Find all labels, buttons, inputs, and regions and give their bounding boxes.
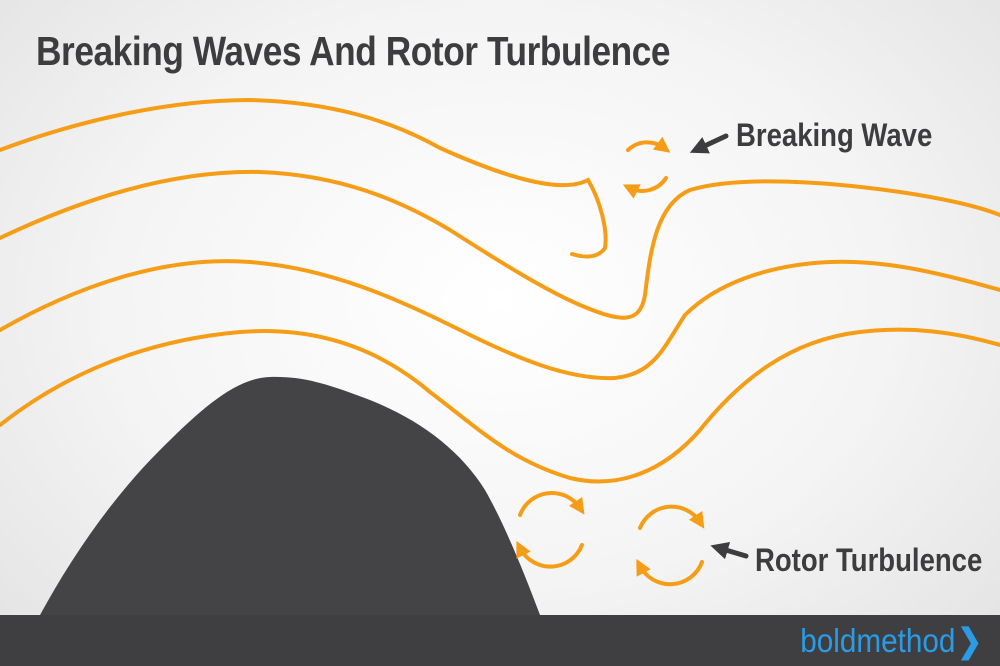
breaking-wave-eddy <box>622 136 671 199</box>
airflow-streamline-4 <box>0 327 1000 484</box>
circular-arrows-icon <box>622 176 668 199</box>
rotor-eddy-left <box>516 491 585 569</box>
arrow-icon <box>710 541 749 560</box>
airflow-streamline-1 <box>0 97 608 259</box>
circular-arrows-icon <box>626 136 671 153</box>
breaking-wave-label: Breaking Wave <box>736 117 933 153</box>
rotor-turbulence-label: Rotor Turbulence <box>755 542 983 578</box>
chevron-right-icon: ❯ <box>957 622 982 659</box>
rotor-eddy-right <box>636 504 705 587</box>
circular-arrows-icon <box>516 540 584 569</box>
circular-arrows-icon <box>636 558 704 587</box>
arrow-icon <box>689 133 729 154</box>
mountain-icon <box>40 376 540 615</box>
airflow-streamline-2 <box>0 169 1000 320</box>
brand-name: boldmethod <box>800 622 956 659</box>
brand-logo: boldmethod❯ <box>800 621 982 660</box>
ground-strip <box>0 615 1000 666</box>
circular-arrows-icon <box>638 504 705 530</box>
airflow-streamline-3 <box>0 259 1000 381</box>
page-title: Breaking Waves And Rotor Turbulence <box>36 28 671 74</box>
circular-arrows-icon <box>518 491 585 517</box>
